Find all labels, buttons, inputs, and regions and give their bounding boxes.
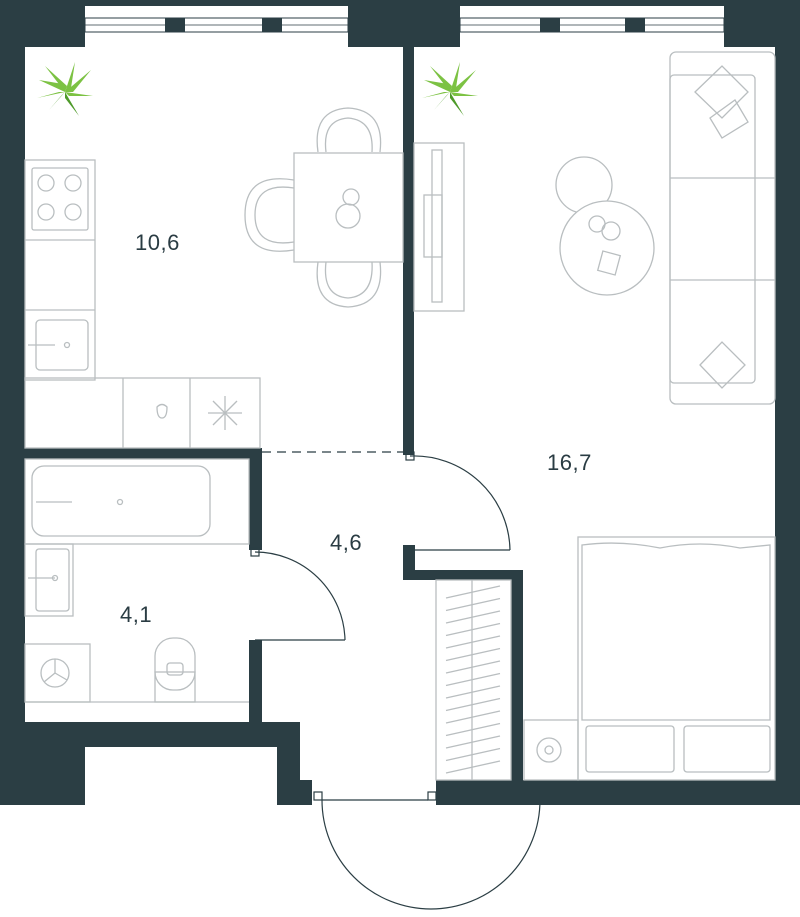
fridge-icon [208,396,242,430]
bed-icon [577,536,776,781]
plant-icon [37,62,93,116]
toilet-icon [154,637,196,703]
hanger-line [445,747,501,762]
kitchen-area-label: 10,6 [135,230,180,255]
hanger-line [445,610,501,624]
hanger-line [445,722,501,737]
hanger-line [445,635,501,649]
bathroom-area-label: 4,1 [120,602,153,627]
dining-table-icon [244,107,404,308]
nightstand-icon [523,719,579,781]
hanger-line [445,760,501,774]
kitchen-sink-icon [28,319,89,371]
hanger-line [445,697,501,712]
washing-machine-icon [24,643,91,703]
coffee-table-icon [559,200,655,296]
hanger-line [445,622,501,637]
walls [0,0,800,805]
windows [84,17,725,33]
bathroom-furniture [24,458,250,703]
hanger-line [445,597,501,612]
plant-icon [422,62,478,116]
hanger-line [445,710,501,724]
hallway-area-label: 4,6 [330,530,363,555]
bathtub-icon [31,465,211,537]
stove-icon [31,167,89,231]
living-area-label: 16,7 [547,450,592,475]
tv-stand-icon [413,142,465,312]
doors [250,451,541,910]
hanger-line [445,585,501,599]
hanger-line [445,735,501,749]
hanger-line [445,660,501,674]
hanger-line [445,672,501,687]
bathroom-sink-icon [24,543,74,617]
living-furniture [413,51,776,781]
dishwasher-icon [156,403,168,419]
sofa-icon [669,51,776,405]
hanger-line [445,685,501,699]
wardrobe-icon [435,579,512,781]
kitchen-furniture [24,107,404,449]
hanger-line [445,647,501,662]
